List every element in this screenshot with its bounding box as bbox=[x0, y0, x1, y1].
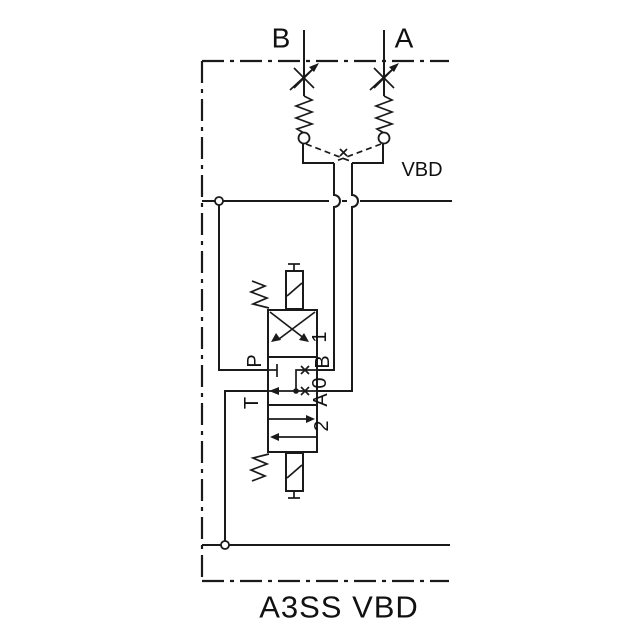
main-lines bbox=[202, 200, 452, 546]
restriction-x-a-icon bbox=[300, 386, 310, 396]
solenoid-top-icon bbox=[285, 263, 304, 310]
throttle-valve-a-icon bbox=[369, 63, 399, 91]
caption-title: A3SS VBD bbox=[259, 590, 419, 625]
label-port-a-top: A bbox=[395, 23, 414, 54]
position-label-0: 0 bbox=[309, 377, 331, 388]
restriction-x-b-icon bbox=[300, 365, 310, 375]
position-label-1: 1 bbox=[309, 331, 331, 342]
a-port-line bbox=[317, 163, 359, 392]
b-port-line bbox=[317, 163, 341, 371]
check-ball-a-icon bbox=[377, 131, 391, 145]
port-label-b: B bbox=[312, 355, 334, 368]
pilot-cross-mark-icon bbox=[339, 148, 348, 157]
drain-arrow-icon bbox=[269, 387, 279, 395]
valve-position-0-center bbox=[268, 364, 317, 396]
return-spring-top-icon bbox=[248, 280, 270, 309]
port-label-t: T bbox=[241, 397, 263, 409]
port-label-a: A bbox=[310, 393, 332, 407]
solenoid-bottom-icon bbox=[285, 452, 304, 499]
check-ball-b-icon bbox=[297, 131, 311, 145]
port-label-p: P bbox=[244, 354, 266, 367]
enclosure-boundary bbox=[200, 59, 449, 583]
valve-position-1-crossed bbox=[269, 311, 316, 342]
pilot-line-cross-2 bbox=[335, 143, 382, 162]
t-branch-line bbox=[224, 390, 268, 541]
vbd-assembly bbox=[289, 30, 399, 164]
position-label-2: 2 bbox=[311, 420, 333, 431]
valve-position-2-parallel bbox=[268, 415, 317, 441]
pilot-line-cross-1 bbox=[305, 143, 351, 162]
label-port-b-top: B bbox=[272, 23, 291, 54]
label-vbd: VBD bbox=[401, 159, 442, 181]
return-spring-bottom-icon bbox=[248, 453, 270, 482]
vbd-body bbox=[302, 144, 384, 164]
spring-b-icon bbox=[293, 95, 315, 134]
p-branch-line bbox=[218, 205, 268, 371]
spring-a-icon bbox=[373, 95, 395, 134]
throttle-valve-b-icon bbox=[289, 63, 319, 91]
junction-node-top bbox=[214, 196, 224, 206]
junction-node-bottom bbox=[220, 540, 230, 550]
directional-valve bbox=[248, 263, 318, 499]
